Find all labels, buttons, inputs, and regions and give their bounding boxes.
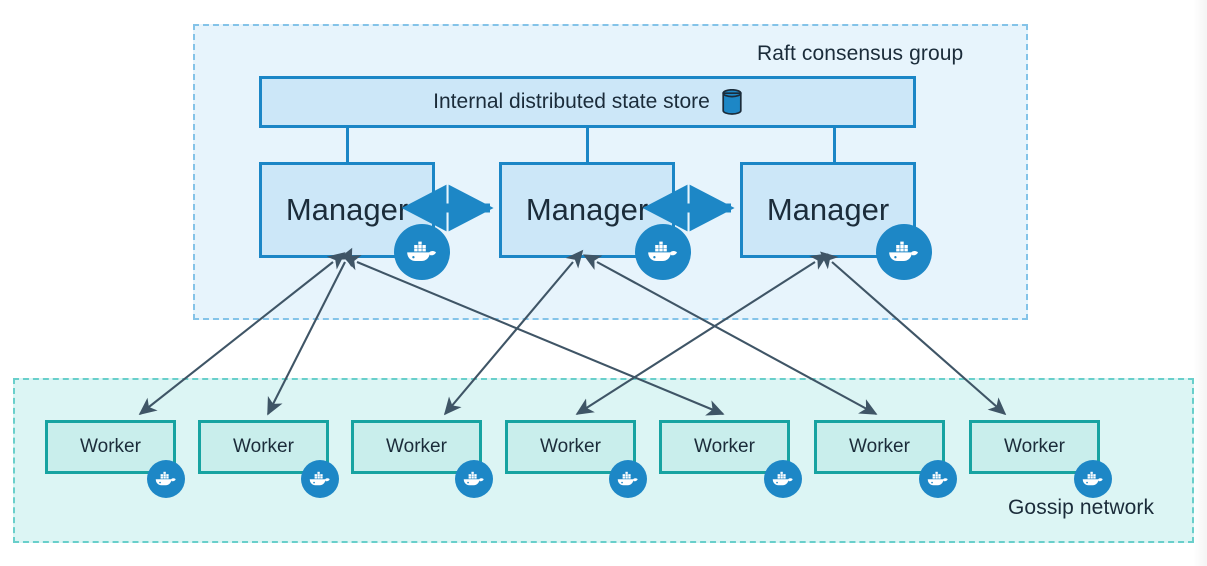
docker-whale-icon-worker-2 [301, 460, 339, 498]
connector-store-to-manager-1 [346, 128, 349, 162]
docker-whale-icon-worker-1 [147, 460, 185, 498]
docker-whale-icon-manager-3 [876, 224, 932, 280]
docker-whale-icon-worker-7 [1074, 460, 1112, 498]
worker-node-6[interactable]: Worker [814, 420, 945, 474]
database-cylinder-icon [722, 89, 742, 115]
connector-store-to-manager-2 [586, 128, 589, 162]
worker-label-3: Worker [386, 436, 447, 457]
docker-whale-icon-worker-4 [609, 460, 647, 498]
docker-whale-icon-worker-5 [764, 460, 802, 498]
worker-node-5[interactable]: Worker [659, 420, 790, 474]
docker-whale-icon-worker-3 [455, 460, 493, 498]
docker-whale-icon-worker-6 [919, 460, 957, 498]
state-store-label: Internal distributed state store [433, 90, 710, 113]
worker-label-7: Worker [1004, 436, 1065, 457]
worker-label-5: Worker [694, 436, 755, 457]
connector-store-to-manager-3 [833, 128, 836, 162]
gossip-network-label: Gossip network [1008, 496, 1155, 519]
manager-node-3[interactable]: Manager [740, 162, 916, 258]
raft-consensus-group-label: Raft consensus group [757, 42, 964, 65]
worker-label-2: Worker [233, 436, 294, 457]
internal-state-store-box[interactable]: Internal distributed state store [259, 76, 916, 128]
manager-label-3: Manager [766, 192, 890, 227]
worker-label-6: Worker [849, 436, 910, 457]
page-edge-shadow [1193, 0, 1207, 566]
docker-whale-icon-manager-1 [394, 224, 450, 280]
worker-label-1: Worker [80, 436, 141, 457]
docker-whale-icon-manager-2 [635, 224, 691, 280]
manager-label-1: Manager [285, 192, 409, 227]
manager-label-2: Manager [525, 192, 649, 227]
worker-label-4: Worker [540, 436, 601, 457]
worker-node-7[interactable]: Worker [969, 420, 1100, 474]
